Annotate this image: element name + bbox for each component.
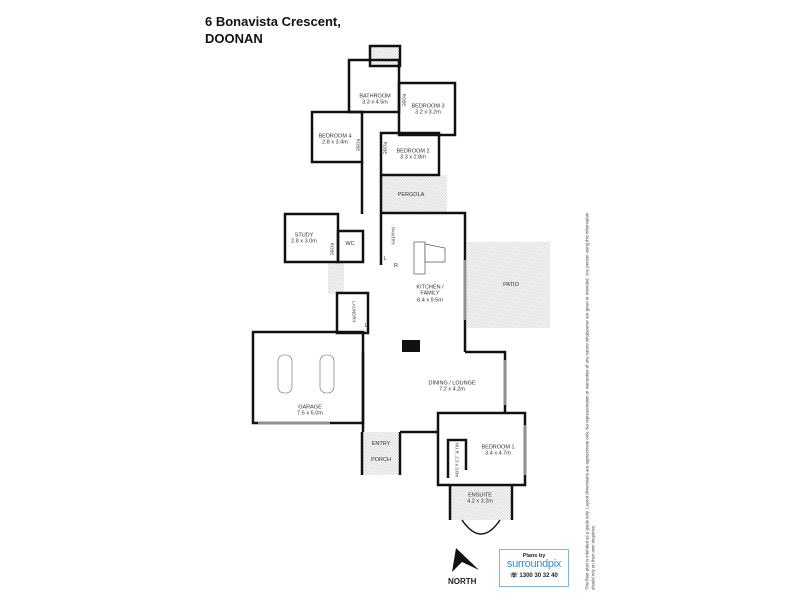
shower-area [370,46,400,65]
plans-by-text: Plans by [522,553,546,559]
porch-area [362,432,400,475]
disclaimer: This floor plan is intended as a guide o… [584,212,595,590]
north-label: NORTH [448,577,477,586]
room-size: 3.3 x 2.8m [400,155,426,161]
room-size: 6.4 x 9.5m [417,297,443,304]
bedroom2-walls [379,131,441,177]
room-name: BATHROOM [359,93,391,100]
car-icon [319,354,335,394]
laundry-label: LAUNDRY [351,301,357,323]
surroundpix-logo: Plans by surroundpix ☏ 1300 30 32 40 [499,549,569,587]
robe-label: ROBE [382,141,388,155]
hall-tiles [328,262,344,294]
pergola-area [381,175,447,213]
car-icon [277,354,293,394]
address-line-1: 6 Bonavista Crescent, [205,14,341,29]
robe-label: ROBE [401,93,407,107]
room-name: KITCHEN / [416,284,444,291]
kitchen-island [413,241,426,275]
room-size: 2.8 x 3.0m [291,239,317,245]
address-line-2: DOONAN [205,31,263,46]
room-name: BEDROOM 3 [411,103,445,110]
linen-label: L [383,255,387,262]
room-size: 3.3 x 4.5m [362,100,388,106]
room-name: GARAGE [298,404,322,411]
phone-number: 1300 30 32 40 [519,573,558,579]
fireplace [402,340,420,352]
room-size: 2.3 x 3.0m [454,456,460,478]
room-name: W.I.R. [454,442,460,455]
north-arrow-icon [452,548,479,572]
room-name: STUDY [294,232,314,239]
ensuite-walls [448,485,514,520]
room-name: ENSUITE [468,492,492,499]
fridge-label: R [394,262,398,269]
room-name: FAMILY [420,290,440,297]
room-size: 3.4 x 4.7m [485,451,511,457]
room-name: DINING / LOUNGE [428,380,476,387]
patio-area [467,242,550,328]
porch-label: PORCH [371,456,391,463]
room-size: 7.2 x 4.2m [439,387,465,393]
bay-window [461,519,501,535]
pantry-label: PANTRY [390,227,396,245]
patio-label: PATIO [503,281,519,288]
wc-walls [336,229,365,264]
porch-walls [360,432,402,475]
corridor-walls [360,162,383,214]
brand-name: surroundpix [506,558,562,570]
bedroom4-walls [310,110,364,164]
phone-row: ☏ 1300 30 32 40 [500,572,568,579]
room-size: 3.2 x 3.2m [415,110,441,116]
robe-label: ROBE [329,242,335,256]
wir-label: W.I.R. 2.3 x 3.0m [455,443,460,478]
robe-label: ROBE [355,138,361,152]
linen-label: L [364,322,368,329]
room-name: BEDROOM 4 [318,133,352,140]
wc-label: WC [345,240,355,247]
ensuite-area [450,485,512,520]
room-size: 4.2 x 3.2m [467,499,493,505]
room-size: 2.8 x 3.4m [322,140,348,146]
entry-label: ENTRY [371,440,391,447]
pergola-label: PERGOLA [397,191,425,198]
room-size: 7.5 x 6.0m [297,411,323,417]
bedroom3-walls [397,81,457,137]
wir-walls [446,438,468,478]
kitchen-bench [424,243,446,263]
room-name: BEDROOM 2 [396,148,430,155]
shower-walls [368,44,402,68]
phone-icon: ☏ [510,573,518,579]
room-name: BEDROOM 1 [481,444,515,451]
